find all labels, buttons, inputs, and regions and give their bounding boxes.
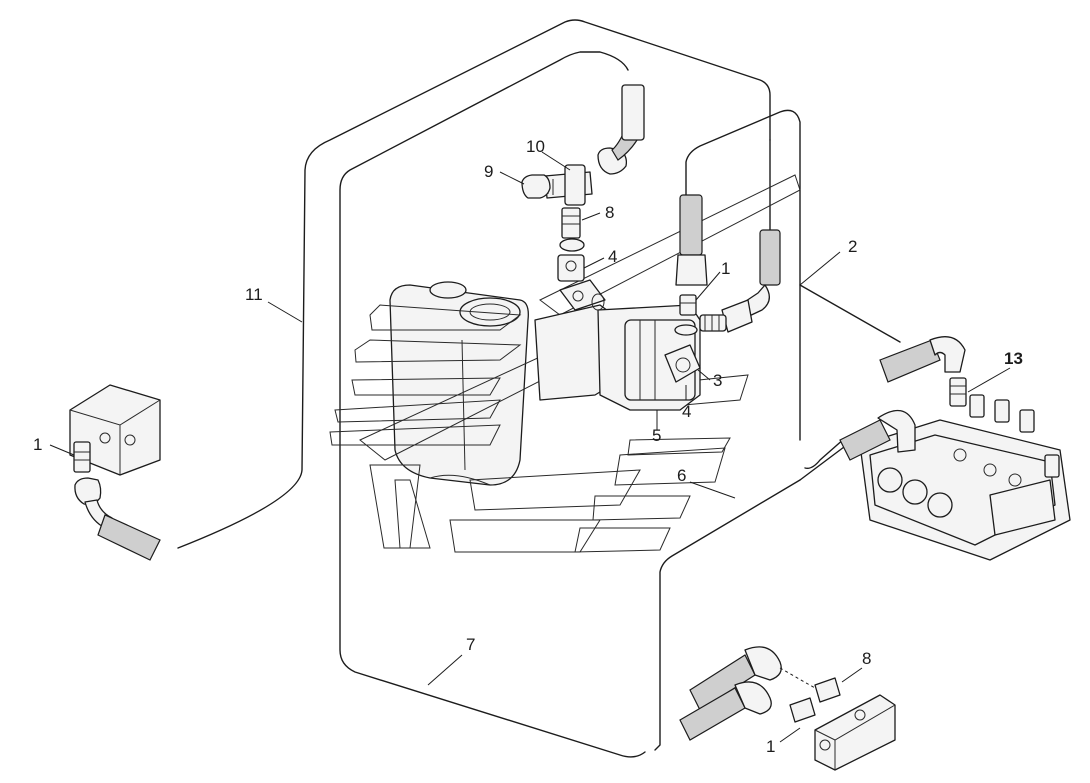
line-return-routes xyxy=(769,139,901,470)
distribution-block xyxy=(814,694,896,771)
adapter-8-top xyxy=(559,207,585,252)
pump-assembly xyxy=(534,279,701,411)
left-bracket xyxy=(69,384,161,476)
line-7-route xyxy=(339,51,646,758)
adapter-1-pump xyxy=(674,294,698,336)
adapter-1-bottom xyxy=(789,697,816,723)
elbow-fitting-4-top xyxy=(557,254,585,282)
nut-9 xyxy=(521,174,551,199)
hose-fitting-top xyxy=(597,84,645,175)
adapter-1-left xyxy=(73,441,91,473)
callout-8-bottom: 8 xyxy=(862,649,871,668)
adapter-8-bottom xyxy=(814,677,841,703)
alignment-dash-bottom xyxy=(779,667,816,689)
hose-bottom-lower xyxy=(679,681,772,741)
hose-upper-valve xyxy=(879,336,966,383)
hose-lower-valve xyxy=(839,409,916,461)
hose-3-right xyxy=(699,229,781,333)
callout-7: 7 xyxy=(466,635,475,654)
callout-1-bottom: 1 xyxy=(766,737,775,756)
tee-fitting-10 xyxy=(544,164,593,206)
hose-left xyxy=(74,477,161,561)
hose-bottom-upper xyxy=(689,646,782,711)
callout-9: 9 xyxy=(484,162,493,181)
callout-1-left: 1 xyxy=(33,435,42,454)
hose-2-upper xyxy=(675,194,708,286)
callout-13: 13 xyxy=(1004,349,1023,368)
adapter-13 xyxy=(949,377,967,407)
callout-labels: 11 1 10 9 8 4 1 2 3 4 5 6 13 7 8 1 xyxy=(33,137,1023,756)
callout-4-top: 4 xyxy=(608,247,617,266)
callout-6: 6 xyxy=(677,466,686,485)
hydraulic-tank xyxy=(389,281,529,486)
callout-5: 5 xyxy=(652,426,661,445)
callout-3: 3 xyxy=(713,371,722,390)
callout-2: 2 xyxy=(848,237,857,256)
callout-8-top: 8 xyxy=(605,203,614,222)
line-2-route xyxy=(685,109,801,441)
callout-10: 10 xyxy=(526,137,545,156)
callout-11: 11 xyxy=(245,285,263,304)
line-11-route xyxy=(177,19,771,549)
leader-lines xyxy=(49,151,1011,743)
callout-1-pump: 1 xyxy=(721,259,730,278)
bracket-arrow-shapes xyxy=(329,174,801,553)
control-valve-block xyxy=(859,394,1071,561)
callout-4-bottom: 4 xyxy=(682,402,691,421)
